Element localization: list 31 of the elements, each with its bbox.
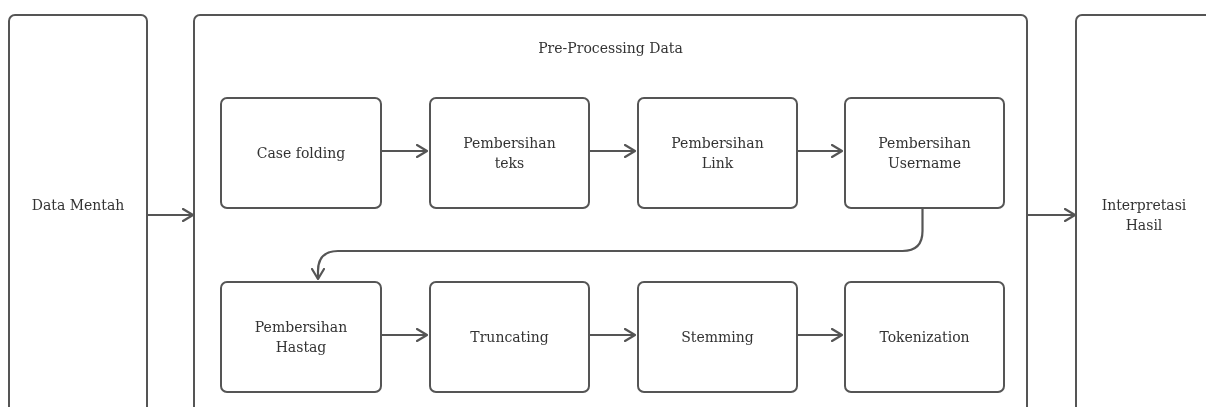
box-label: Data Mentah bbox=[31, 196, 125, 215]
process-box bbox=[844, 97, 1005, 209]
process-box bbox=[1075, 14, 1206, 407]
group-title: Pre-Processing Data bbox=[537, 39, 684, 58]
arrow bbox=[1028, 207, 1077, 223]
arrow bbox=[588, 143, 637, 159]
process-box bbox=[220, 281, 382, 393]
arrow bbox=[380, 143, 429, 159]
arrow bbox=[310, 207, 924, 281]
box-label: Pembersihan Link bbox=[670, 133, 765, 173]
box-label: Tokenization bbox=[879, 327, 970, 347]
box-label: Truncating bbox=[470, 327, 549, 347]
process-box bbox=[429, 281, 590, 393]
process-box bbox=[844, 281, 1005, 393]
arrow bbox=[380, 327, 429, 343]
process-box bbox=[8, 14, 148, 407]
process-box bbox=[429, 97, 590, 209]
box-label: Case folding bbox=[256, 143, 346, 163]
process-box bbox=[220, 97, 382, 209]
box-label: Interpretasi Hasil bbox=[1100, 196, 1188, 236]
process-box bbox=[637, 97, 798, 209]
box-label: Stemming bbox=[681, 327, 754, 347]
process-box bbox=[637, 281, 798, 393]
arrow bbox=[148, 207, 195, 223]
arrow bbox=[796, 143, 844, 159]
arrow bbox=[796, 327, 844, 343]
box-label: Pembersihan teks bbox=[462, 133, 557, 173]
box-label: Pembersihan Username bbox=[877, 133, 972, 173]
arrow bbox=[588, 327, 637, 343]
group-box bbox=[193, 14, 1028, 407]
box-label: Pembersihan Hastag bbox=[253, 317, 349, 357]
